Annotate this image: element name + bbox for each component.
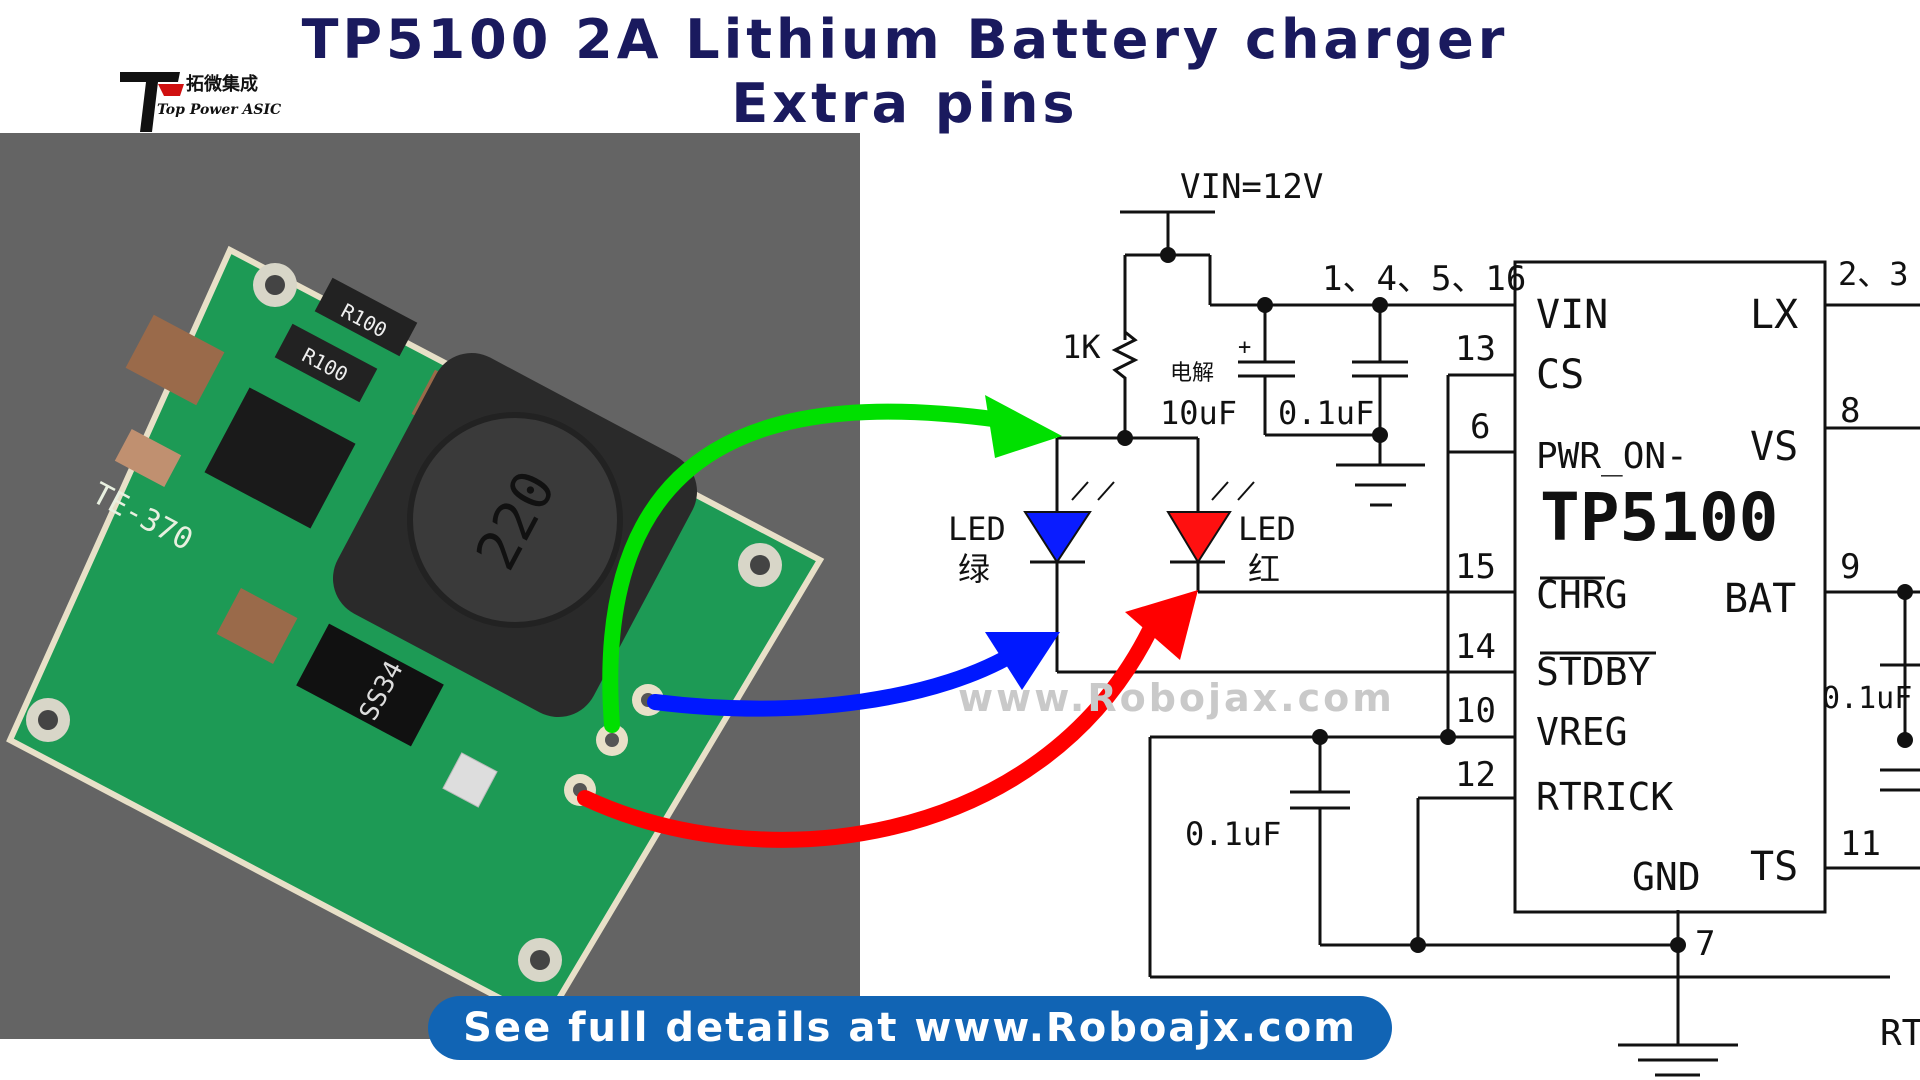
cap-01uf-label: 0.1uF (1278, 394, 1374, 432)
pin-arrows (577, 403, 1158, 848)
logo-text-cn: 拓微集成 (186, 74, 258, 95)
led-green-label: LED (948, 510, 1006, 548)
arrow-blue-head (985, 632, 1060, 690)
pin-bat-label: BAT (1724, 576, 1796, 622)
pin-rtrick-label: RTRICK (1536, 775, 1673, 819)
pin11-num: 11 (1840, 824, 1881, 864)
mounting-hole (26, 698, 70, 742)
pin13-num: 13 (1455, 329, 1496, 369)
cap-vreg-label: 0.1uF (1185, 815, 1281, 853)
title-line1: TP5100 2A Lithium Battery charger (301, 8, 1509, 71)
pin-lx-label: LX (1750, 292, 1798, 338)
mounting-hole (738, 543, 782, 587)
cap-10uf-label: 10uF (1160, 394, 1237, 432)
top-power-logo (120, 72, 184, 132)
pin12-num: 12 (1455, 755, 1496, 795)
cap-elec-cn-label: 电解 (1170, 361, 1214, 386)
pin-vs-label: VS (1750, 424, 1798, 470)
chip-name: TP5100 (1540, 479, 1778, 556)
onboard-led (442, 752, 498, 808)
resistor-r100-a: R100 (314, 277, 418, 357)
pin-pwr-label: PWR_ON- (1536, 436, 1688, 477)
mounting-hole (518, 938, 562, 982)
diode-ss34: SS34 (296, 623, 444, 747)
title-line2: Extra pins (731, 72, 1079, 135)
arrow-green (602, 403, 1008, 733)
arrow-red (577, 622, 1158, 848)
pin-gnd-label: GND (1632, 855, 1701, 899)
led-red-cn-label: 红 (1248, 550, 1280, 588)
pins-top-label: 1、4、5、16 (1322, 259, 1526, 299)
pin10-num: 10 (1455, 691, 1496, 731)
led-green-symbol (1023, 511, 1092, 564)
pin-cs-label: CS (1536, 352, 1584, 398)
arrow-red-head (1125, 590, 1198, 660)
led-red-label: LED (1238, 510, 1296, 548)
logo-text-en: Top Power ASIC (157, 102, 282, 118)
tp5100-chip (204, 387, 356, 529)
rt-label: RT (1880, 1013, 1920, 1054)
smd-capacitor (216, 588, 298, 664)
pin-chrg-label: CHRG (1536, 573, 1628, 617)
pin8-num: 8 (1840, 391, 1860, 431)
led-green-cn-label: 绿 (958, 550, 990, 588)
pin14-num: 14 (1455, 627, 1496, 667)
pin7-num: 7 (1695, 924, 1715, 964)
pin-vreg-label: VREG (1536, 710, 1628, 754)
pins-lx-label: 2、3 (1838, 255, 1909, 293)
arrow-green-head (985, 395, 1062, 458)
pin-vin-label: VIN (1536, 292, 1608, 338)
pin15-num: 15 (1455, 547, 1496, 587)
arrow-blue (647, 642, 1028, 717)
mounting-hole (253, 263, 297, 307)
details-banner-link[interactable]: See full details at www.Roboajx.com (428, 996, 1392, 1060)
pin6-num: 6 (1470, 407, 1490, 447)
smd-capacitor (114, 428, 182, 488)
smd-capacitor (125, 314, 225, 406)
cap-bat-label: 0.1uF (1822, 681, 1912, 716)
tp5100-board: R100 R100 220 SS34 TE-370 (6, 245, 825, 1026)
led-emission-arrows (1071, 481, 1255, 501)
pin9-num: 9 (1840, 547, 1860, 587)
junction-dots (1117, 247, 1913, 953)
plus-label: + (1238, 335, 1251, 360)
resistor-1k-label: 1K (1062, 328, 1101, 366)
pin-ts-label: TS (1750, 844, 1798, 890)
pin-stdby-label: STDBY (1536, 650, 1651, 694)
pad-vin (596, 724, 628, 756)
watermark: www.Robojax.com (958, 676, 1395, 720)
vin-label: VIN=12V (1180, 167, 1323, 207)
led-red-symbol (1166, 511, 1232, 564)
